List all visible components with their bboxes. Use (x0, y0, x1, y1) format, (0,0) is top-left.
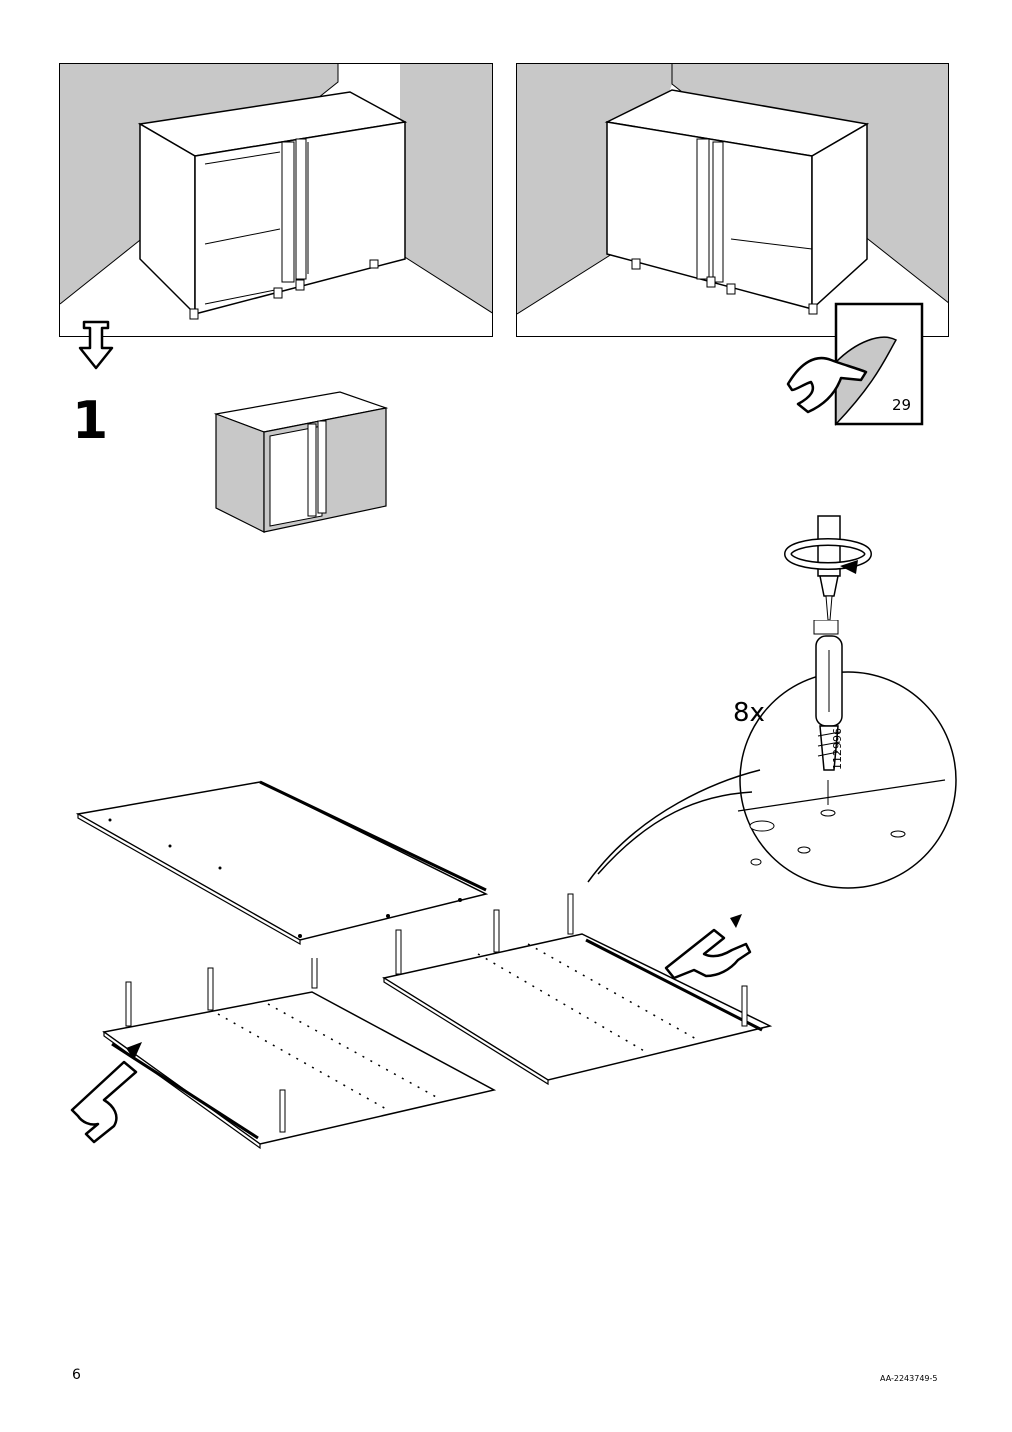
quantity-label: 8x (733, 698, 765, 728)
pointing-hand-icon (664, 914, 752, 980)
side-panel-right (382, 893, 773, 1086)
document-code: AA-2243749-5 (880, 1374, 938, 1383)
hand-peel-sticker-icon (786, 302, 924, 426)
reference-page-number: 29 (892, 396, 912, 414)
top-panel (75, 780, 489, 946)
part-number: 112996 (831, 728, 844, 770)
page-number: 6 (72, 1367, 81, 1383)
side-panel-left (102, 958, 497, 1150)
dowel-callout-circle (587, 620, 957, 889)
pointing-hand-icon (70, 1042, 142, 1144)
scene-cabinet-left-corner (59, 63, 493, 337)
down-arrow-icon (78, 320, 114, 370)
cabinet-preview-illustration (213, 391, 389, 533)
screwdriver-icon (784, 515, 872, 621)
scene-cabinet-right-corner (516, 63, 949, 337)
step-number: 1 (72, 391, 109, 451)
